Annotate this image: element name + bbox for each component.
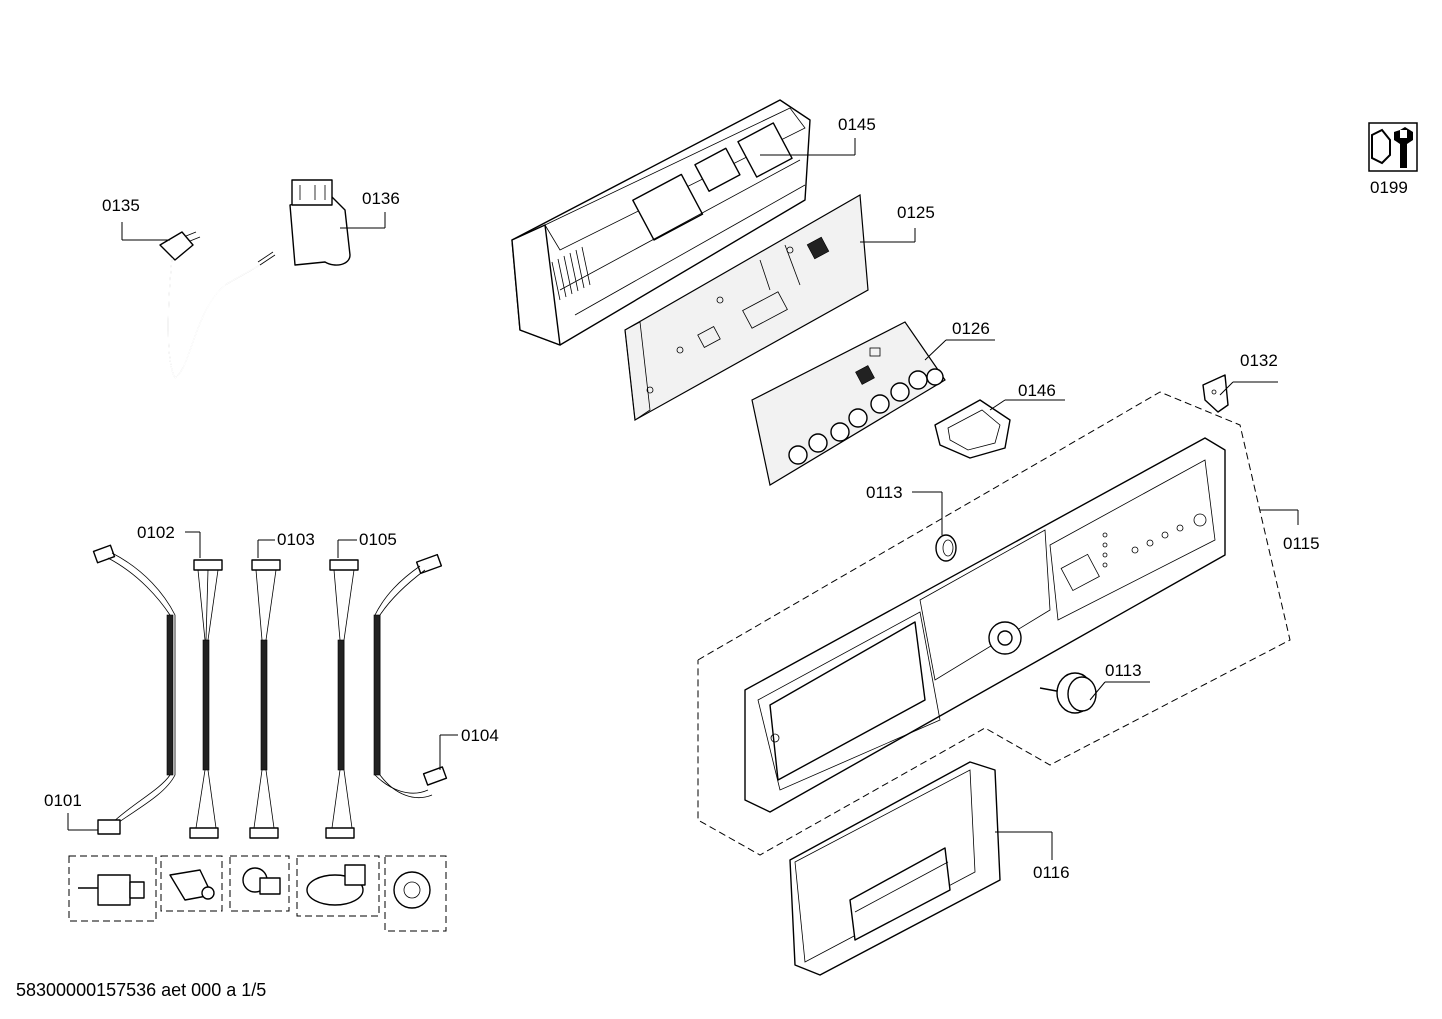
- component-motor-part[interactable]: [229, 855, 290, 912]
- label-0104: 0104: [461, 726, 499, 745]
- document-footer: 58300000157536 aet 000 a 1/5: [16, 980, 267, 1000]
- label-0113-lower: 0113: [1105, 661, 1142, 680]
- label-0199: 0199: [1370, 178, 1408, 197]
- harness-0105[interactable]: [325, 559, 359, 839]
- part-0115-group-outline: [697, 391, 1291, 856]
- part-0125-main-pcb[interactable]: [624, 194, 869, 421]
- part-0116-detergent-drawer[interactable]: [789, 761, 1001, 976]
- label-0125: 0125: [897, 203, 935, 222]
- part-0145-module-housing[interactable]: [511, 99, 811, 346]
- part-0113-upper-knob[interactable]: [935, 534, 957, 562]
- label-0103: 0103: [277, 530, 315, 549]
- part-0113-program-knob[interactable]: [1039, 672, 1097, 714]
- part-0115-control-panel[interactable]: [744, 437, 1226, 813]
- component-level-sensor[interactable]: [384, 855, 447, 932]
- component-sensor[interactable]: [160, 855, 223, 912]
- label-0102: 0102: [137, 523, 175, 542]
- component-pressure-switch[interactable]: [296, 855, 380, 917]
- label-0132: 0132: [1240, 351, 1278, 370]
- label-0115: 0115: [1283, 534, 1320, 553]
- label-0126: 0126: [952, 319, 990, 338]
- part-0132-bracket[interactable]: [1202, 374, 1229, 413]
- harness-0101-0102-left[interactable]: [92, 544, 176, 835]
- label-0101: 0101: [44, 791, 82, 810]
- part-0146-display-window[interactable]: [934, 399, 1011, 459]
- label-0135: 0135: [102, 196, 140, 215]
- component-valve[interactable]: [68, 855, 157, 922]
- label-0146: 0146: [1018, 381, 1056, 400]
- part-0126-display-pcb[interactable]: [751, 321, 946, 486]
- label-0113-upper: 0113: [866, 483, 903, 502]
- label-0116: 0116: [1033, 863, 1070, 882]
- part-0136-interference-filter[interactable]: [289, 179, 351, 266]
- harness-0104-right[interactable]: [373, 553, 448, 799]
- part-0135-mains-cable[interactable]: [159, 231, 276, 379]
- label-0136: 0136: [362, 189, 400, 208]
- wrench-nut-icon: [1368, 122, 1418, 172]
- label-0105: 0105: [359, 530, 397, 549]
- harness-0102[interactable]: [189, 559, 223, 839]
- harness-0103[interactable]: [249, 559, 281, 839]
- label-0145: 0145: [838, 115, 876, 134]
